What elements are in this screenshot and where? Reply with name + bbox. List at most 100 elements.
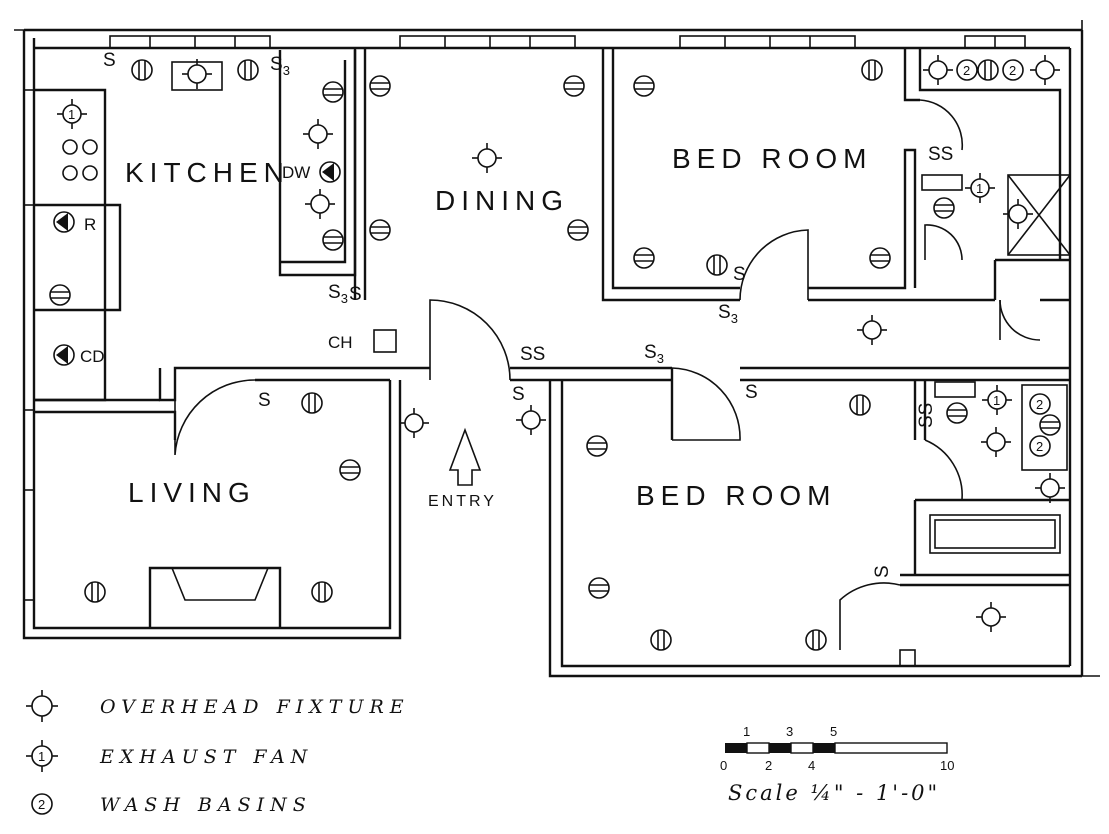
switch-single: S <box>258 390 271 411</box>
range-burner-icon <box>62 139 78 155</box>
appliance-labels: DW R CD CH ENTRY <box>80 163 497 510</box>
outlet-icon <box>586 435 608 457</box>
switch-three-way: S3 <box>270 54 290 78</box>
outlet-icon <box>369 219 391 241</box>
entry-arrow-icon <box>448 427 482 486</box>
room-label-bedroom-bottom: BED ROOM <box>636 480 836 511</box>
outlet-icon <box>322 229 344 251</box>
scale-tick: 10 <box>940 758 954 773</box>
scale-tick: 2 <box>765 758 772 773</box>
overhead-fixture-icon <box>965 173 995 203</box>
dishwasher-label: DW <box>282 163 310 182</box>
outlet-icon <box>563 75 585 97</box>
switch-single: S <box>512 384 525 405</box>
svg-text:2: 2 <box>1036 439 1043 454</box>
wash-basin-icon: 2 <box>1029 435 1051 457</box>
outlet-icon <box>946 402 968 424</box>
outlet-icon <box>131 59 153 81</box>
svg-text:2: 2 <box>1036 397 1043 412</box>
svg-text:1: 1 <box>38 749 45 764</box>
fixtures: 1 1 1 2 2 2 2 <box>49 55 1065 651</box>
legend-basin-symbol-icon: 2 <box>31 793 53 815</box>
room-label-living: LIVING <box>128 477 256 508</box>
outlet-icon <box>933 197 955 219</box>
overhead-fixture-icon <box>303 119 333 149</box>
switch-three-way: S3 <box>328 282 348 306</box>
switch-single: S <box>103 50 116 71</box>
overhead-fixture-icon <box>1003 199 1033 229</box>
doors <box>174 99 1041 650</box>
outlet-icon <box>301 392 323 414</box>
outlet-icon <box>977 59 999 81</box>
chimney-label: CH <box>328 333 353 352</box>
outlet-icon <box>650 629 672 651</box>
scale-caption: Scale ¼" - 1'-0" <box>728 781 940 805</box>
switch-three-way: S3 <box>644 342 664 366</box>
legend-overhead-symbol-icon <box>26 690 58 722</box>
overhead-fixture-icon <box>305 189 335 219</box>
overhead-fixture-icon <box>982 385 1012 415</box>
room-label-bedroom-top: BED ROOM <box>672 143 872 174</box>
exhaust-fan-number: 1 <box>993 393 1000 408</box>
outlet-icon <box>322 81 344 103</box>
scale-tick: 3 <box>786 724 793 739</box>
outlet-icon <box>84 581 106 603</box>
scale-tick: 5 <box>830 724 837 739</box>
overhead-fixture-icon <box>57 99 87 129</box>
overhead-fixture-icon <box>516 405 546 435</box>
svg-text:2: 2 <box>963 63 970 78</box>
switch-double: SS <box>928 144 953 165</box>
exhaust-fan-number: 1 <box>976 181 983 196</box>
switch-single: S <box>745 382 758 403</box>
chimney-box <box>373 329 397 353</box>
outlet-icon <box>633 247 655 269</box>
outlet-icon <box>849 394 871 416</box>
overhead-fixture-icon <box>981 427 1011 457</box>
range-burner-icon <box>82 165 98 181</box>
exhaust-fan-number: 1 <box>68 107 75 122</box>
outlet-icon <box>805 629 827 651</box>
legend: OVERHEAD FIXTURE 1 EXHAUST FAN 2 WASH BA… <box>26 690 410 816</box>
scale-bar: 1 3 5 0 2 4 10 Scale ¼" - 1'-0" <box>720 724 954 805</box>
interior-walls <box>34 48 1071 667</box>
wash-basin-icon: 2 <box>956 59 978 81</box>
legend-exhaust-symbol-icon: 1 <box>26 740 58 772</box>
svg-text:2: 2 <box>1009 63 1016 78</box>
overhead-fixture-icon <box>182 59 212 89</box>
special-outlet-icon <box>319 161 341 183</box>
outlet-icon <box>339 459 361 481</box>
scale-tick: 0 <box>720 758 727 773</box>
switch-single: S <box>733 264 746 285</box>
switch-symbols: S S3 S3 S SS S S3 SS S3 S S S SS S <box>103 50 953 578</box>
legend-overhead-label: OVERHEAD FIXTURE <box>100 696 410 718</box>
switch-double: SS <box>916 403 937 428</box>
overhead-fixture-icon <box>1030 55 1060 85</box>
outlet-icon <box>706 254 728 276</box>
svg-text:2: 2 <box>38 797 45 812</box>
overhead-fixture-icon <box>923 55 953 85</box>
windows <box>23 35 1026 601</box>
legend-exhaust-label: EXHAUST FAN <box>99 746 313 768</box>
scale-tick: 4 <box>808 758 815 773</box>
overhead-fixture-icon <box>976 602 1006 632</box>
scale-tick: 1 <box>743 724 750 739</box>
room-labels: KITCHEN DINING BED ROOM LIVING BED ROOM <box>125 143 872 511</box>
exterior-walls <box>14 20 1100 678</box>
outlet-icon <box>369 75 391 97</box>
refrigerator-label: R <box>84 215 96 234</box>
room-label-kitchen: KITCHEN <box>125 157 290 188</box>
outlet-icon <box>567 219 589 241</box>
outlet-icon <box>588 577 610 599</box>
switch-single: S <box>872 565 893 578</box>
switch-three-way: S3 <box>718 302 738 326</box>
entry-label: ENTRY <box>428 493 497 510</box>
outlet-icon <box>311 581 333 603</box>
switch-double: SS <box>520 344 545 365</box>
special-outlet-icon <box>53 344 75 366</box>
outlet-icon <box>861 59 883 81</box>
overhead-fixture-icon <box>857 315 887 345</box>
outlet-icon <box>237 59 259 81</box>
room-label-dining: DINING <box>435 185 569 216</box>
wash-basin-icon: 2 <box>1002 59 1024 81</box>
